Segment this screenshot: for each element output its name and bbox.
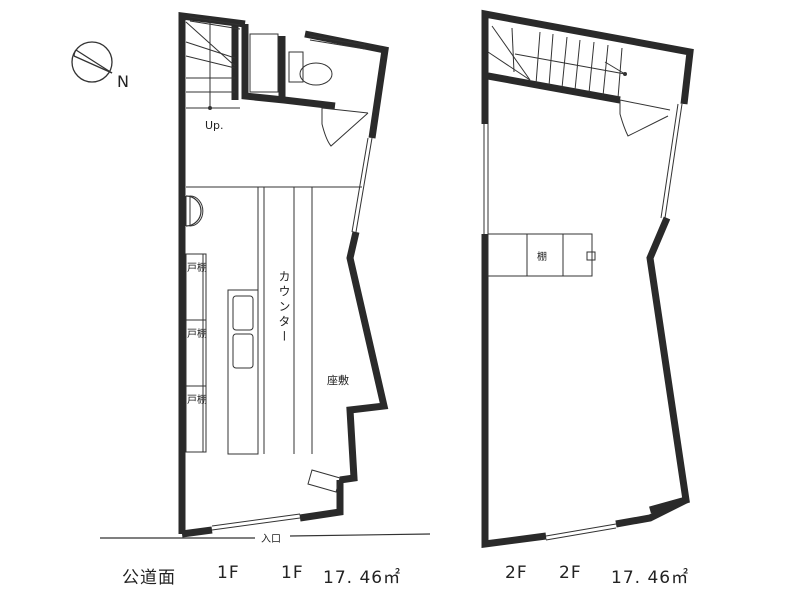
zashiki-label: 座敷 — [327, 374, 349, 387]
floor1-level-label: 1F — [217, 563, 240, 583]
shelf-label-1: 戸棚 — [187, 263, 207, 274]
north-arrow-icon — [71, 41, 113, 83]
floor2-name-label: 2F — [559, 563, 582, 583]
counter-label: カウンター — [277, 270, 291, 345]
stairs-up-label: Up. — [205, 119, 224, 132]
floor1-name-label: 1F — [281, 563, 304, 583]
road-side-label: 公道面 — [122, 568, 176, 588]
floor2-area-label: 17. 46㎡ — [611, 568, 690, 588]
entrance-label: 入口 — [259, 530, 283, 545]
floor2-plan — [481, 9, 694, 548]
floor1-plan — [100, 12, 431, 539]
floor2-level-label: 2F — [505, 563, 528, 583]
floor2-shelf-label: 棚 — [537, 252, 547, 263]
shelf-label-2: 戸棚 — [187, 329, 207, 340]
compass-north-label: N — [117, 72, 129, 91]
floor1-area-label: 17. 46㎡ — [323, 568, 402, 588]
shelf-label-3: 戸棚 — [187, 395, 207, 406]
